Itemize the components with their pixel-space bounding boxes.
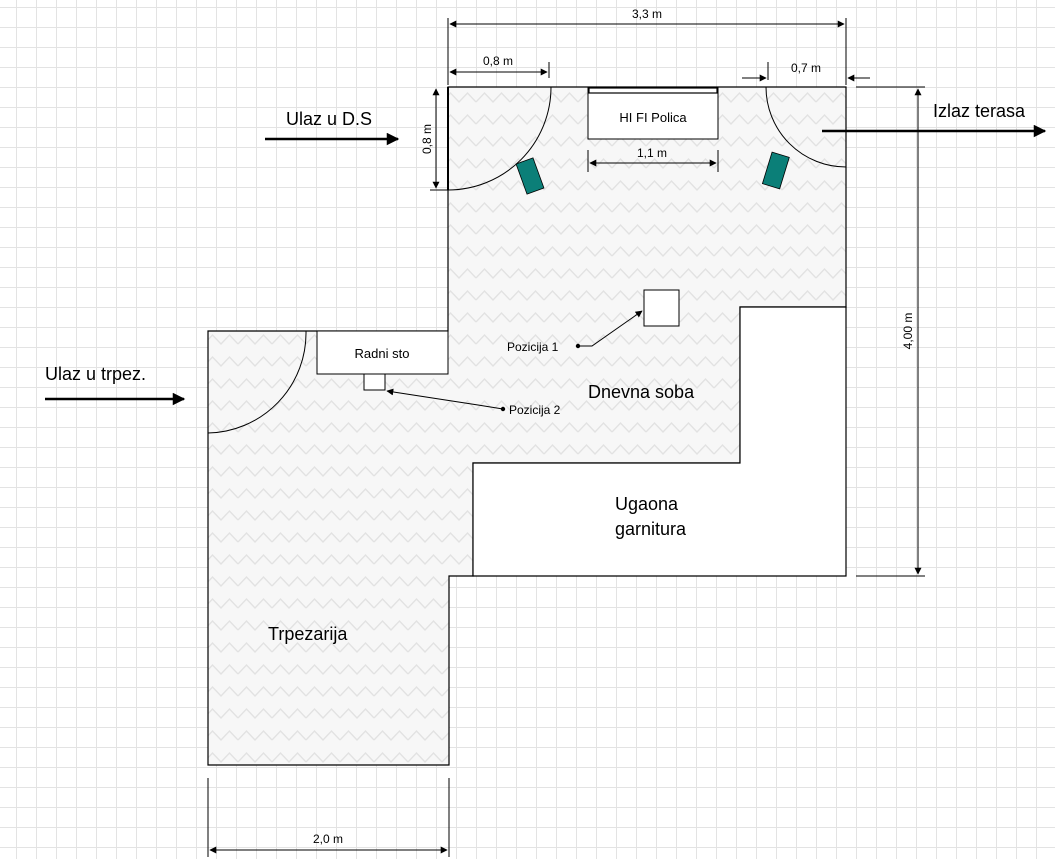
dimension-door-height-label: 0,8 m (420, 124, 434, 154)
speaker-right[interactable] (761, 151, 790, 190)
hifi-label: HI FI Polica (619, 110, 687, 125)
dimension-total-depth-label: 4,00 m (901, 313, 915, 350)
position-2-label: Pozicija 2 (509, 403, 561, 417)
dimension-total-width: 3,3 m (447, 7, 847, 85)
living-entrance-label: Ulaz u D.S (286, 109, 372, 129)
hifi-shelf[interactable]: HI FI Polica (587, 86, 719, 140)
listening-seat-2[interactable] (363, 373, 386, 391)
corner-sofa[interactable]: Ugaona garnitura (472, 306, 847, 577)
dimension-door-height: 0,8 m (420, 88, 448, 191)
sofa-label-line1: Ugaona (615, 494, 679, 514)
speaker-left[interactable] (515, 157, 545, 195)
door-swing-terrace (765, 86, 847, 168)
dimension-total-depth: 4,00 m (856, 86, 925, 577)
dimension-hifi-width: 1,1 m (587, 146, 719, 172)
floor-area (208, 87, 846, 765)
sofa-label-line2: garnitura (615, 519, 687, 539)
dimension-hifi-width-label: 1,1 m (637, 146, 667, 160)
dimension-dining-width-label: 2,0 m (313, 832, 343, 846)
door-swing-living-entrance (447, 86, 552, 191)
dimension-left-door-label: 0,8 m (483, 54, 513, 68)
living-room-label: Dnevna soba (588, 382, 695, 402)
dining-entrance-label: Ulaz u trpez. (45, 364, 146, 384)
dimension-dining-width: 2,0 m (207, 778, 450, 857)
living-entrance-arrow: Ulaz u D.S (265, 109, 400, 146)
desk-label: Radni sto (355, 346, 410, 361)
dimension-total-width-label: 3,3 m (632, 7, 662, 21)
dimension-right-door-label: 0,7 m (791, 61, 821, 75)
terrace-exit-arrow: Izlaz terasa (822, 101, 1047, 138)
dining-entrance-arrow: Ulaz u trpez. (45, 364, 186, 406)
position-1-pointer: Pozicija 1 (507, 310, 643, 354)
position-2-pointer: Pozicija 2 (386, 388, 561, 417)
dimension-left-door: 0,8 m (449, 54, 550, 78)
desk[interactable]: Radni sto (316, 330, 449, 375)
position-1-label: Pozicija 1 (507, 340, 559, 354)
dining-room-label: Trpezarija (268, 624, 348, 644)
listening-seat-1[interactable] (643, 289, 680, 327)
dimension-right-door: 0,7 m (742, 61, 870, 82)
terrace-exit-label: Izlaz terasa (933, 101, 1026, 121)
door-swing-dining (207, 330, 307, 434)
